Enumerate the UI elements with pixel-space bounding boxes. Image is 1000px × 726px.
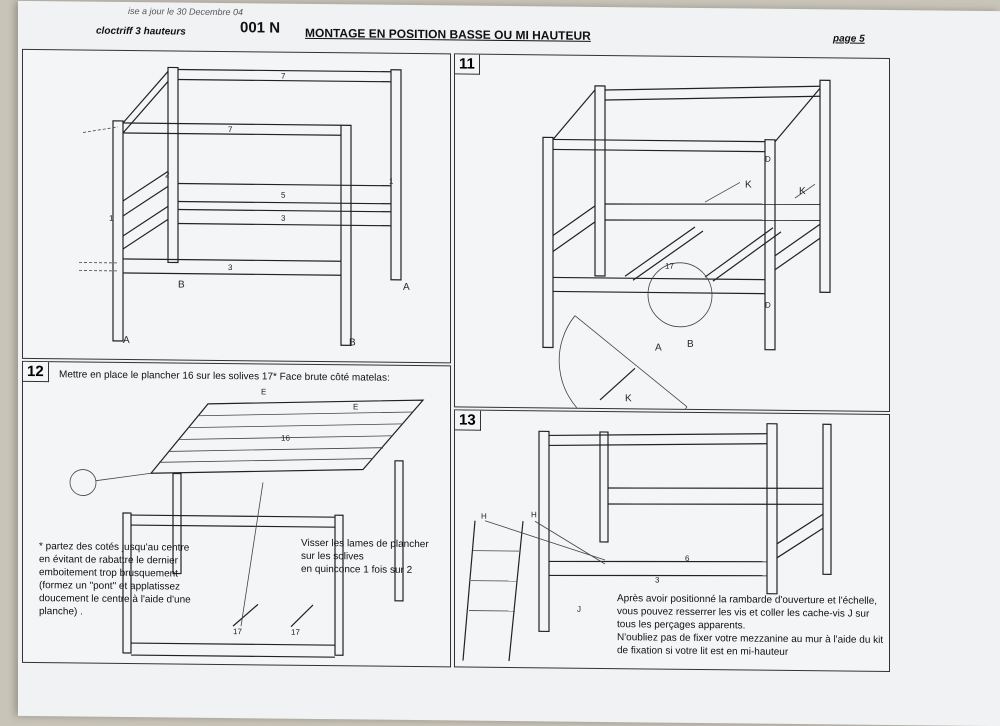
label-A3: A [655, 343, 662, 354]
header-code: 001 N [240, 19, 280, 36]
screw-line-3: en quinconce 1 fois sur 2 [301, 563, 429, 577]
label-7b: 7 [228, 125, 233, 134]
panel-step-13: 13 H H 6 3 J Après avoir positionné la r… [454, 409, 890, 672]
label-6: 6 [685, 554, 690, 563]
label-A1: A [123, 335, 130, 346]
panel-step-11: 11 K K K D D 17 A B [454, 53, 890, 412]
label-2: 2 [165, 170, 170, 179]
label-3a: 3 [281, 214, 286, 223]
page-title: MONTAGE EN POSITION BASSE OU MI HAUTEUR [305, 26, 591, 43]
header-fragment: ise a jour le 30 Decembre 04 [128, 6, 243, 17]
step-12-screw-note: Visser les lames de plancher sur les sol… [301, 537, 429, 577]
label-K3: K [625, 393, 632, 404]
label-5: 5 [281, 191, 286, 200]
label-17b: 17 [291, 628, 300, 637]
label-1a: 1 [109, 214, 114, 223]
note-line-6: planche) . [39, 605, 191, 620]
label-H2: H [531, 510, 537, 519]
label-K2: K [799, 186, 806, 197]
label-B2: B [178, 280, 185, 291]
label-D1: D [765, 155, 771, 164]
step-11-drawing: K K K D D 17 A B [455, 54, 889, 411]
label-16: 16 [281, 434, 290, 443]
label-B3: B [687, 339, 694, 350]
frame-drawing: 7 7 5 3 3 2 1 1 A B B A [23, 50, 450, 362]
label-3b: 3 [228, 263, 233, 272]
label-7a: 7 [281, 72, 286, 81]
panel-step-12: 12 Mettre en place le plancher 16 sur le… [22, 361, 451, 667]
label-H1: H [481, 512, 487, 521]
step-12-drawing: E E 16 17 17 [23, 362, 450, 666]
page-number: page 5 [833, 33, 865, 44]
step-13-text: Après avoir positionné la rambarde d'ouv… [617, 592, 883, 660]
label-E1: E [261, 387, 266, 396]
screw-line-1: Visser les lames de plancher [301, 537, 429, 551]
header-left: cloctriff 3 hauteurs [96, 26, 186, 38]
label-B1: B [349, 337, 356, 348]
step-12-note: * partez des cotés jusqu'au centre en év… [39, 540, 191, 620]
instruction-sheet: ise a jour le 30 Decembre 04 cloctriff 3… [18, 1, 1000, 726]
label-A2: A [403, 282, 410, 293]
label-17a: 17 [233, 627, 242, 636]
label-17: 17 [665, 262, 674, 271]
label-K1: K [745, 179, 752, 190]
label-J: J [577, 605, 581, 614]
screw-line-2: sur les solives [301, 550, 429, 564]
label-3c: 3 [655, 576, 660, 585]
label-E2: E [353, 402, 358, 411]
panel-frame-assembly: 7 7 5 3 3 2 1 1 A B B A [22, 49, 451, 363]
label-D2: D [765, 301, 771, 310]
label-1b: 1 [389, 177, 394, 186]
